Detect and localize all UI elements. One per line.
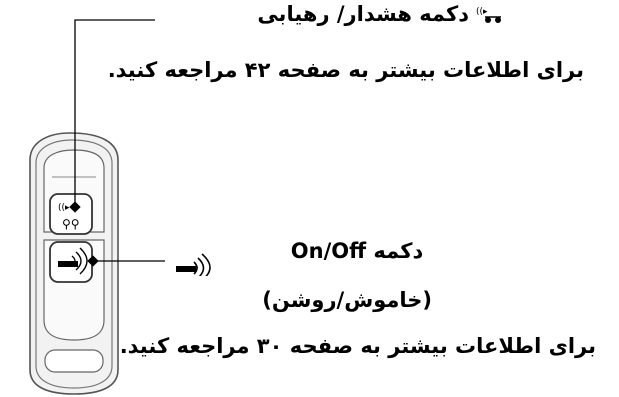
alarm-locate-button[interactable]: ((▸ ⚲⚲	[49, 193, 93, 235]
svg-text:((▸: ((▸	[476, 7, 488, 17]
alarm-leader-line	[74, 19, 155, 207]
onoff-button[interactable]	[49, 241, 93, 283]
alarm-locate-icon: ((▸	[476, 4, 506, 30]
alarm-button-reference: برای اطلاعات بیشتر به صفحه ۴۲ مراجعه کنی…	[107, 58, 584, 82]
onoff-button-title: دکمه On/Off	[290, 239, 424, 263]
onoff-button-reference: برای اطلاعات بیشتر به صفحه ۳۰ مراجعه کنی…	[119, 334, 596, 358]
onoff-button-subtitle: (خاموش/روشن)	[262, 288, 432, 312]
remote-onoff-icon	[176, 252, 212, 281]
svg-text:((▸: ((▸	[58, 203, 70, 213]
alarm-button-title: دکمه هشدار/ رهیابی	[257, 2, 469, 26]
svg-text:⚲⚲: ⚲⚲	[62, 217, 80, 231]
